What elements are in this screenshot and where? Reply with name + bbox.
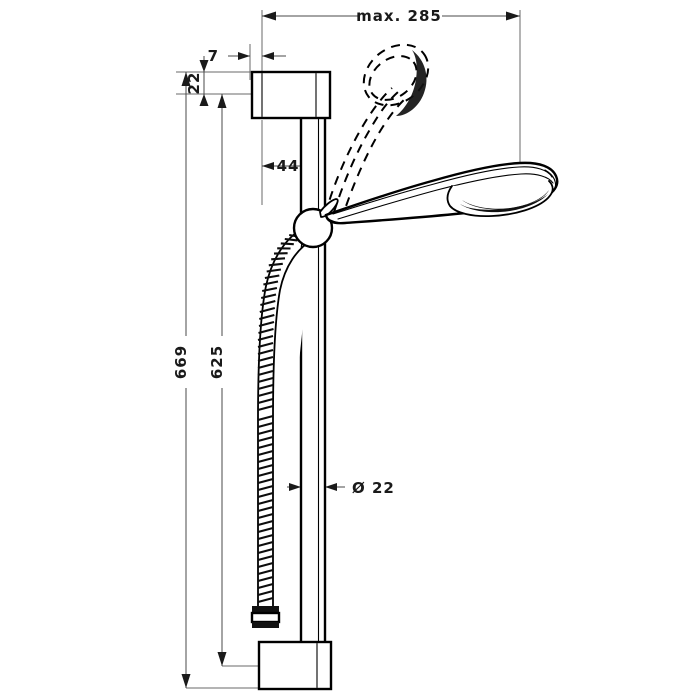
dimension-diameter-22: Ø 22 <box>287 479 395 497</box>
dimension-669: 669 <box>172 72 196 688</box>
dimension-max-285: max. 285 <box>262 7 520 25</box>
hand-shower-lowered <box>324 161 559 225</box>
dimension-label-44: 44 <box>277 157 300 175</box>
dimension-label-max-285: max. 285 <box>356 7 442 25</box>
upper-wall-bracket <box>250 70 332 120</box>
dimension-625: 625 <box>208 94 232 666</box>
lower-wall-bracket <box>257 640 333 691</box>
slide-bar <box>299 110 327 647</box>
shower-hose <box>250 227 313 628</box>
dimension-label-625: 625 <box>208 345 226 379</box>
slider-holder <box>292 198 339 249</box>
hand-shower-ghost-spray-face <box>396 50 427 116</box>
dimension-22: 22 <box>185 56 209 106</box>
dimension-label-7: 7 <box>208 47 219 65</box>
hose-connection-nut <box>250 606 281 628</box>
dimension-label-669: 669 <box>172 345 190 379</box>
dimension-7: 7 <box>208 47 286 65</box>
dimension-label-22: 22 <box>185 72 203 95</box>
hose-ribbing <box>257 227 311 604</box>
dimension-label-diameter-22: Ø 22 <box>352 479 395 497</box>
